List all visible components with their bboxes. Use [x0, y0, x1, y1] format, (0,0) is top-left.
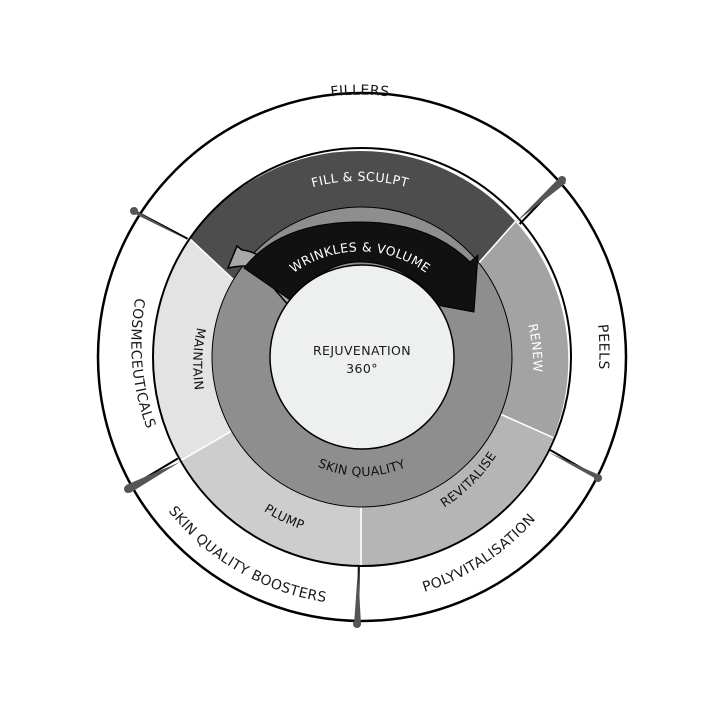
center-title: REJUVENATION	[313, 343, 411, 358]
pointer-tip-3	[353, 620, 361, 628]
pointer-4	[126, 462, 180, 493]
center-subtitle: 360°	[346, 361, 378, 376]
pointer-3	[354, 568, 361, 625]
label-fill-sculpt: FILL & SCULPT	[310, 169, 411, 190]
pointer-tip-2	[594, 474, 602, 482]
pointer-2	[548, 452, 600, 481]
pointer-1	[516, 177, 566, 222]
pointer-tip-5	[130, 207, 138, 215]
pointer-tip-1	[558, 176, 566, 184]
center-disc	[269, 264, 455, 450]
label-peels: PEELS	[594, 324, 611, 371]
middle-ring-outline	[152, 147, 572, 567]
label-maintain: MAINTAIN	[190, 327, 209, 391]
pointer-5	[131, 208, 190, 241]
pointer-tip-4	[124, 485, 132, 493]
label-fillers: FILLERS	[330, 83, 390, 101]
